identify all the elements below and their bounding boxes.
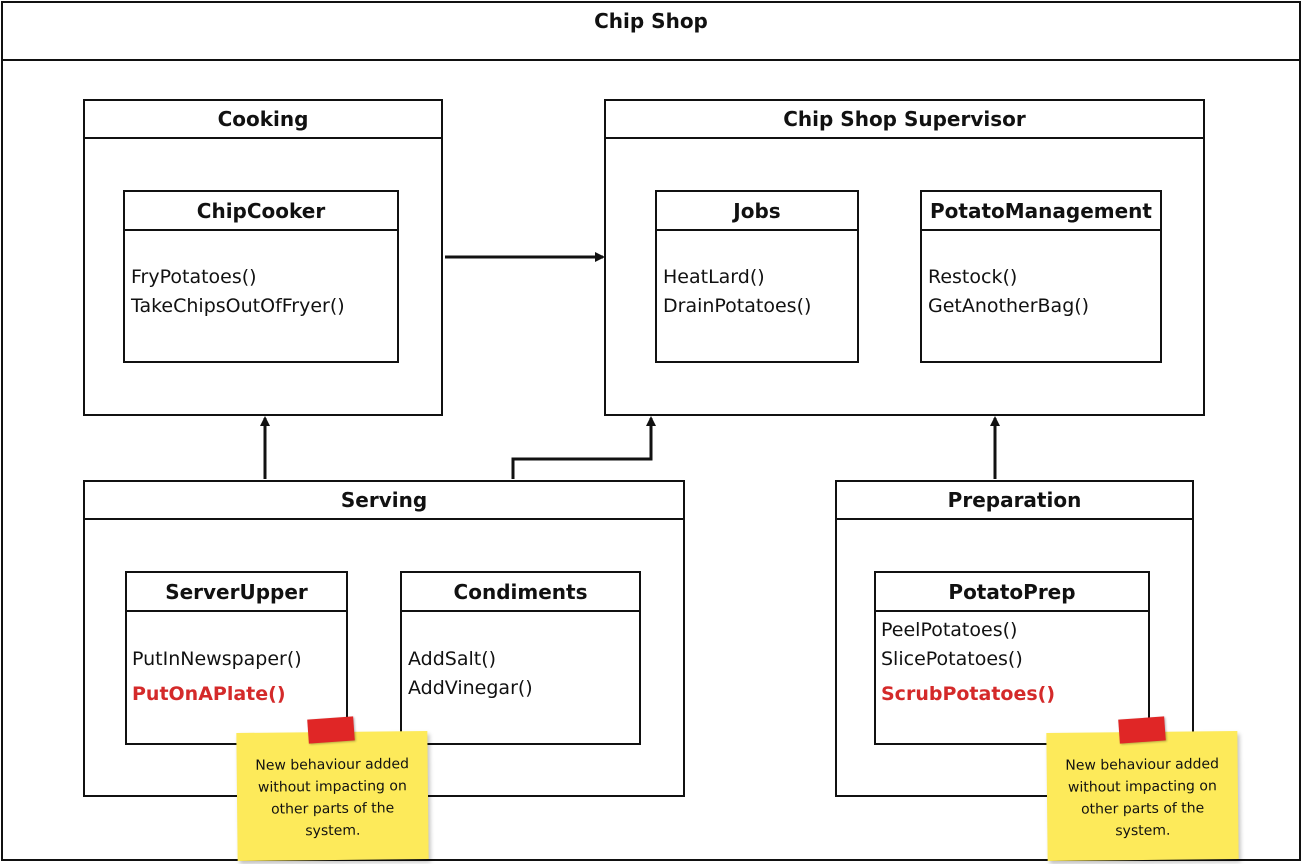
method-heat-lard: HeatLard() <box>663 266 765 288</box>
arrow-serving-to-supervisor <box>511 416 656 479</box>
method-slice-potatoes: SlicePotatoes() <box>881 648 1023 670</box>
sticky-note-serving-tape <box>307 716 355 744</box>
serving-package-label: Serving <box>340 488 428 512</box>
jobs-methods: HeatLard() DrainPotatoes() <box>663 263 811 321</box>
method-add-salt: AddSalt() <box>408 648 497 670</box>
potato-prep-class-name: PotatoPrep <box>948 579 1076 604</box>
potato-prep-class-header: PotatoPrep <box>874 571 1150 612</box>
condiments-methods: AddSalt() AddVinegar() <box>408 645 533 703</box>
method-put-on-a-plate: PutOnAPlate() <box>132 683 286 705</box>
sticky-note-preparation-text: New behaviour added without impacting on… <box>1065 756 1220 840</box>
method-scrub-potatoes: ScrubPotatoes() <box>881 683 1056 705</box>
jobs-class-name: Jobs <box>733 198 781 223</box>
method-peel-potatoes: PeelPotatoes() <box>881 619 1018 641</box>
chip-cooker-class-name: ChipCooker <box>196 198 326 223</box>
chip-cooker-methods: FryPotatoes() TakeChipsOutOfFryer() <box>131 263 345 321</box>
potato-management-methods: Restock() GetAnotherBag() <box>928 263 1089 321</box>
jobs-class-header: Jobs <box>655 190 859 231</box>
potato-management-class-name: PotatoManagement <box>930 198 1152 223</box>
cooking-package-header: Cooking <box>83 99 443 139</box>
sticky-note-preparation-tape <box>1118 716 1166 744</box>
sticky-note-preparation: New behaviour added without impacting on… <box>1046 731 1239 861</box>
method-add-vinegar: AddVinegar() <box>408 677 533 699</box>
potato-management-class-header: PotatoManagement <box>920 190 1162 231</box>
preparation-package-label: Preparation <box>947 488 1082 512</box>
chip-shop-title: Chip Shop <box>1 1 1301 61</box>
preparation-package-header: Preparation <box>835 480 1194 520</box>
supervisor-package-label: Chip Shop Supervisor <box>783 107 1026 131</box>
condiments-class-name: Condiments <box>453 579 588 604</box>
method-restock: Restock() <box>928 266 1018 288</box>
supervisor-package-header: Chip Shop Supervisor <box>604 99 1205 139</box>
sticky-note-serving: New behaviour added without impacting on… <box>236 731 429 861</box>
sticky-note-serving-text: New behaviour added without impacting on… <box>255 756 410 840</box>
method-get-another-bag: GetAnotherBag() <box>928 295 1090 317</box>
cooking-package-label: Cooking <box>217 107 309 131</box>
method-take-chips-out-of-fryer: TakeChipsOutOfFryer() <box>131 295 345 317</box>
potato-prep-methods: PeelPotatoes() SlicePotatoes() ScrubPota… <box>881 616 1055 709</box>
server-upper-methods: PutInNewspaper() PutOnAPlate() <box>132 645 302 709</box>
chip-shop-title-text: Chip Shop <box>594 9 708 33</box>
chip-cooker-class-header: ChipCooker <box>123 190 399 231</box>
method-drain-potatoes: DrainPotatoes() <box>663 295 812 317</box>
condiments-class-header: Condiments <box>400 571 641 612</box>
server-upper-class-name: ServerUpper <box>165 579 308 604</box>
server-upper-class-header: ServerUpper <box>125 571 348 612</box>
serving-package-header: Serving <box>83 480 685 520</box>
method-put-in-newspaper: PutInNewspaper() <box>132 648 302 670</box>
method-fry-potatoes: FryPotatoes() <box>131 266 257 288</box>
